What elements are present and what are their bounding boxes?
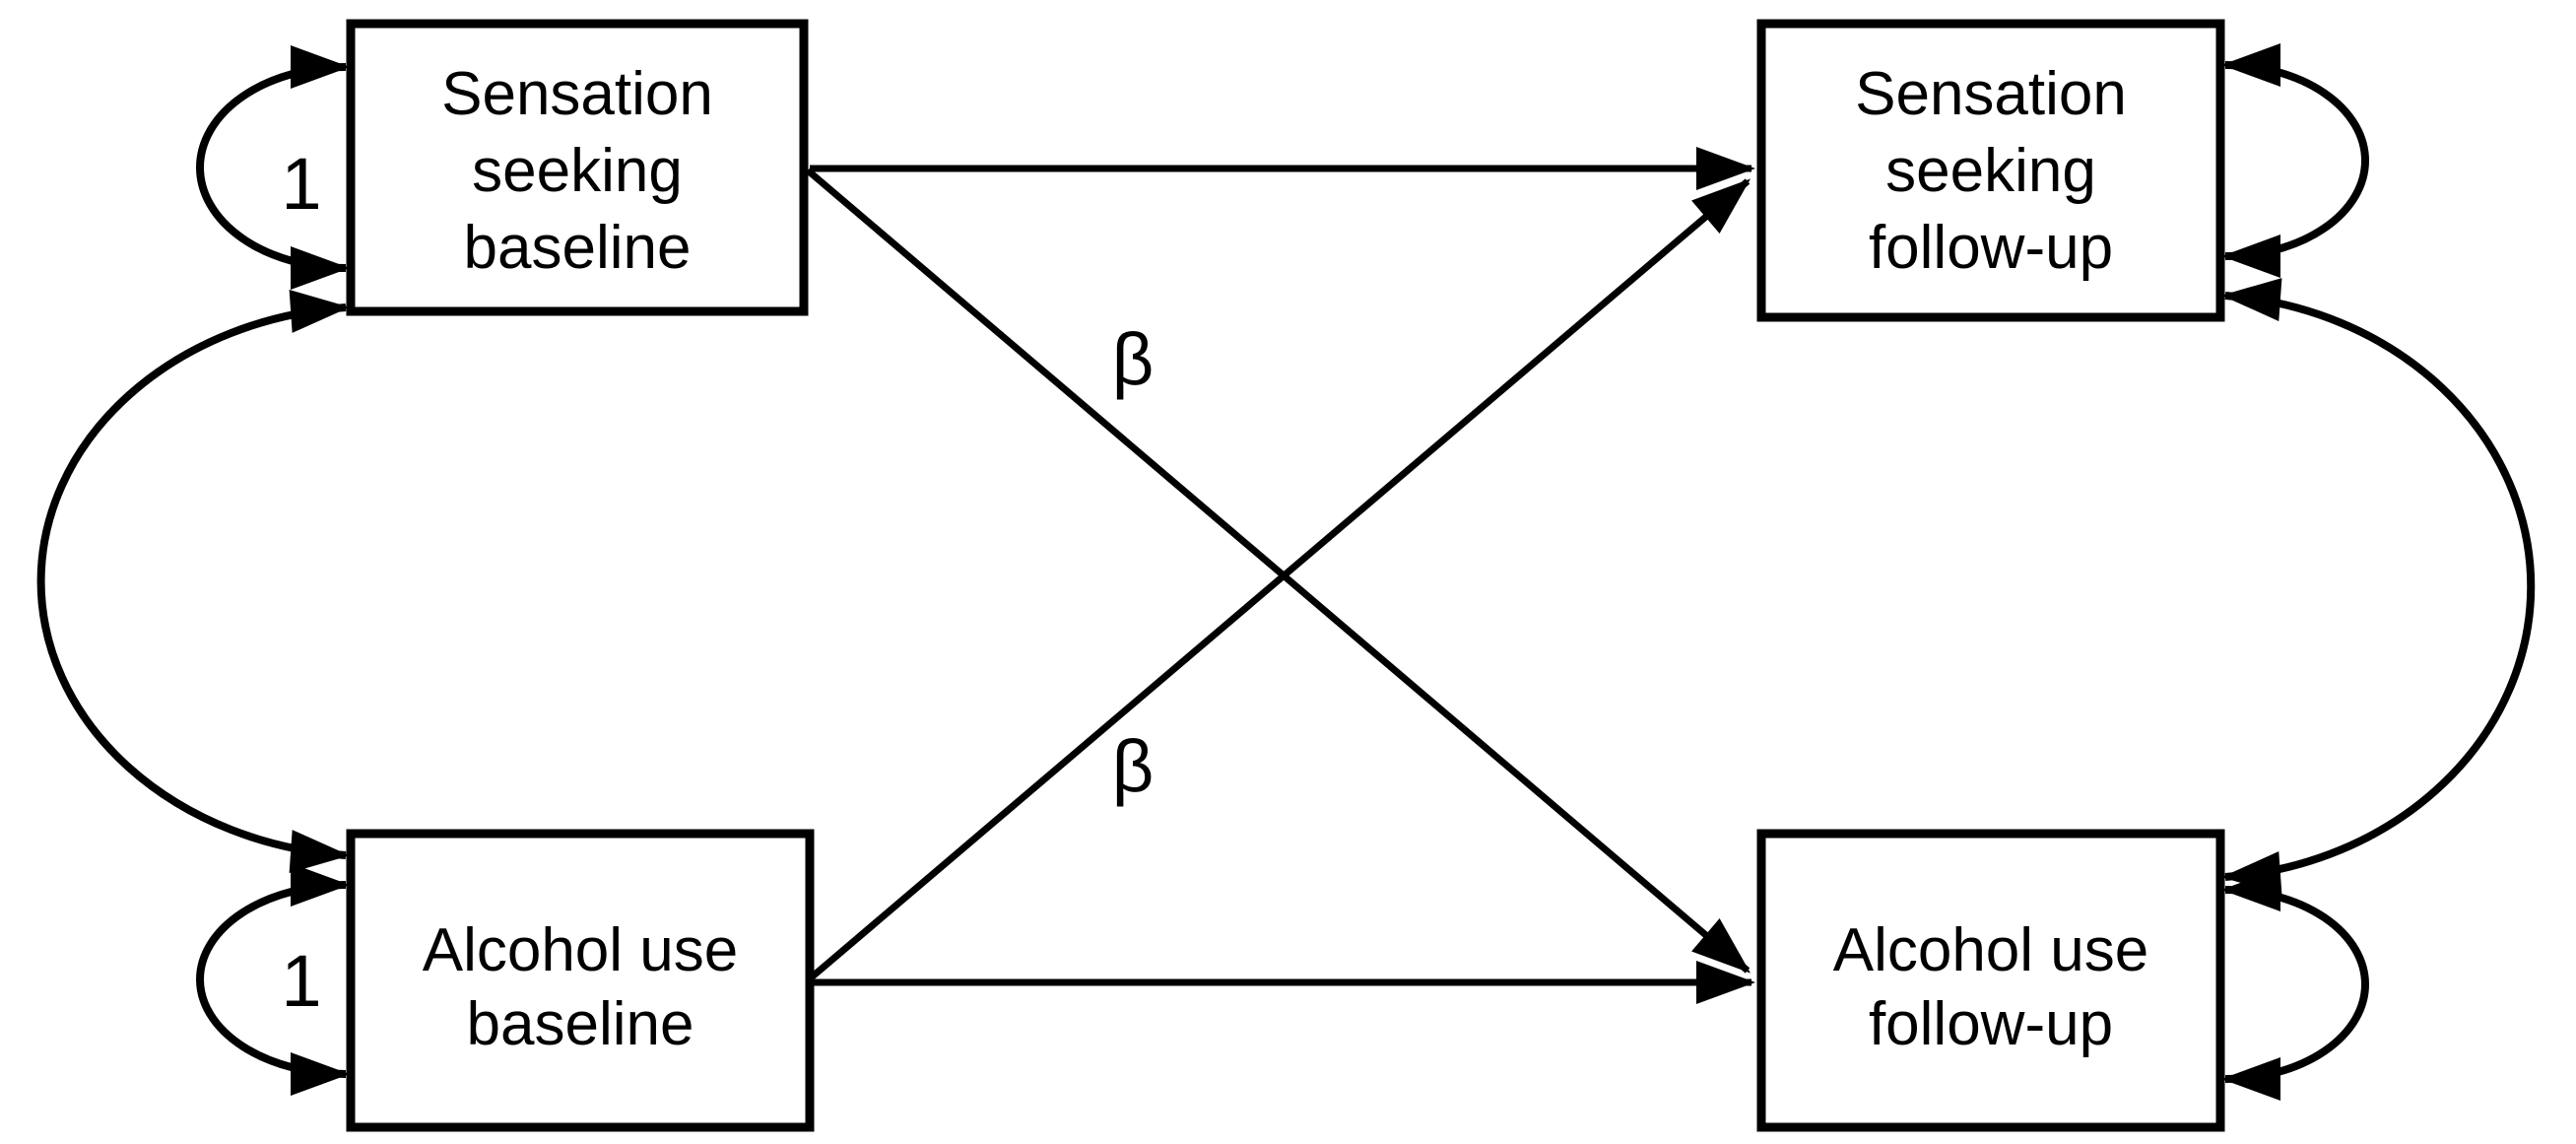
node-box-sensation-seeking-followup	[1756, 19, 2225, 322]
arrow-alcohol-baseline-to-sensation-followup	[805, 178, 1751, 983]
variance-label-top: 1	[281, 143, 321, 225]
variance-loop-sensation-seeking-followup	[2221, 43, 2369, 278]
node-box-alcohol-use-followup	[1756, 829, 2225, 1132]
node-label-line: follow-up	[1869, 214, 2113, 282]
correlation-arc-baseline	[36, 290, 350, 873]
node-box-sensation-seeking-baseline	[346, 19, 809, 316]
node-label-line: Sensation	[441, 60, 713, 128]
node-label-line: Alcohol use	[423, 916, 739, 984]
node-label-line: baseline	[467, 990, 694, 1058]
variance-loop-alcohol-use-baseline	[196, 863, 350, 1096]
node-label-line: Alcohol use	[1833, 916, 2149, 984]
node-label-line: baseline	[464, 214, 692, 282]
beta-label-bottom: β	[1112, 725, 1155, 807]
node-label-line: Sensation	[1855, 60, 2127, 128]
correlation-arc-followup	[2221, 278, 2536, 895]
node-box-alcohol-use-baseline	[346, 829, 815, 1132]
node-label-line: seeking	[1885, 137, 2096, 205]
node-label-line: follow-up	[1869, 990, 2113, 1058]
variance-loop-sensation-seeking-baseline	[196, 45, 350, 290]
variance-label-bottom: 1	[281, 940, 321, 1022]
node-label-line: seeking	[472, 137, 683, 205]
arrow-sensation-baseline-to-alcohol-followup	[805, 168, 1751, 974]
variance-loop-alcohol-use-followup	[2221, 868, 2369, 1101]
beta-label-top: β	[1112, 318, 1155, 400]
